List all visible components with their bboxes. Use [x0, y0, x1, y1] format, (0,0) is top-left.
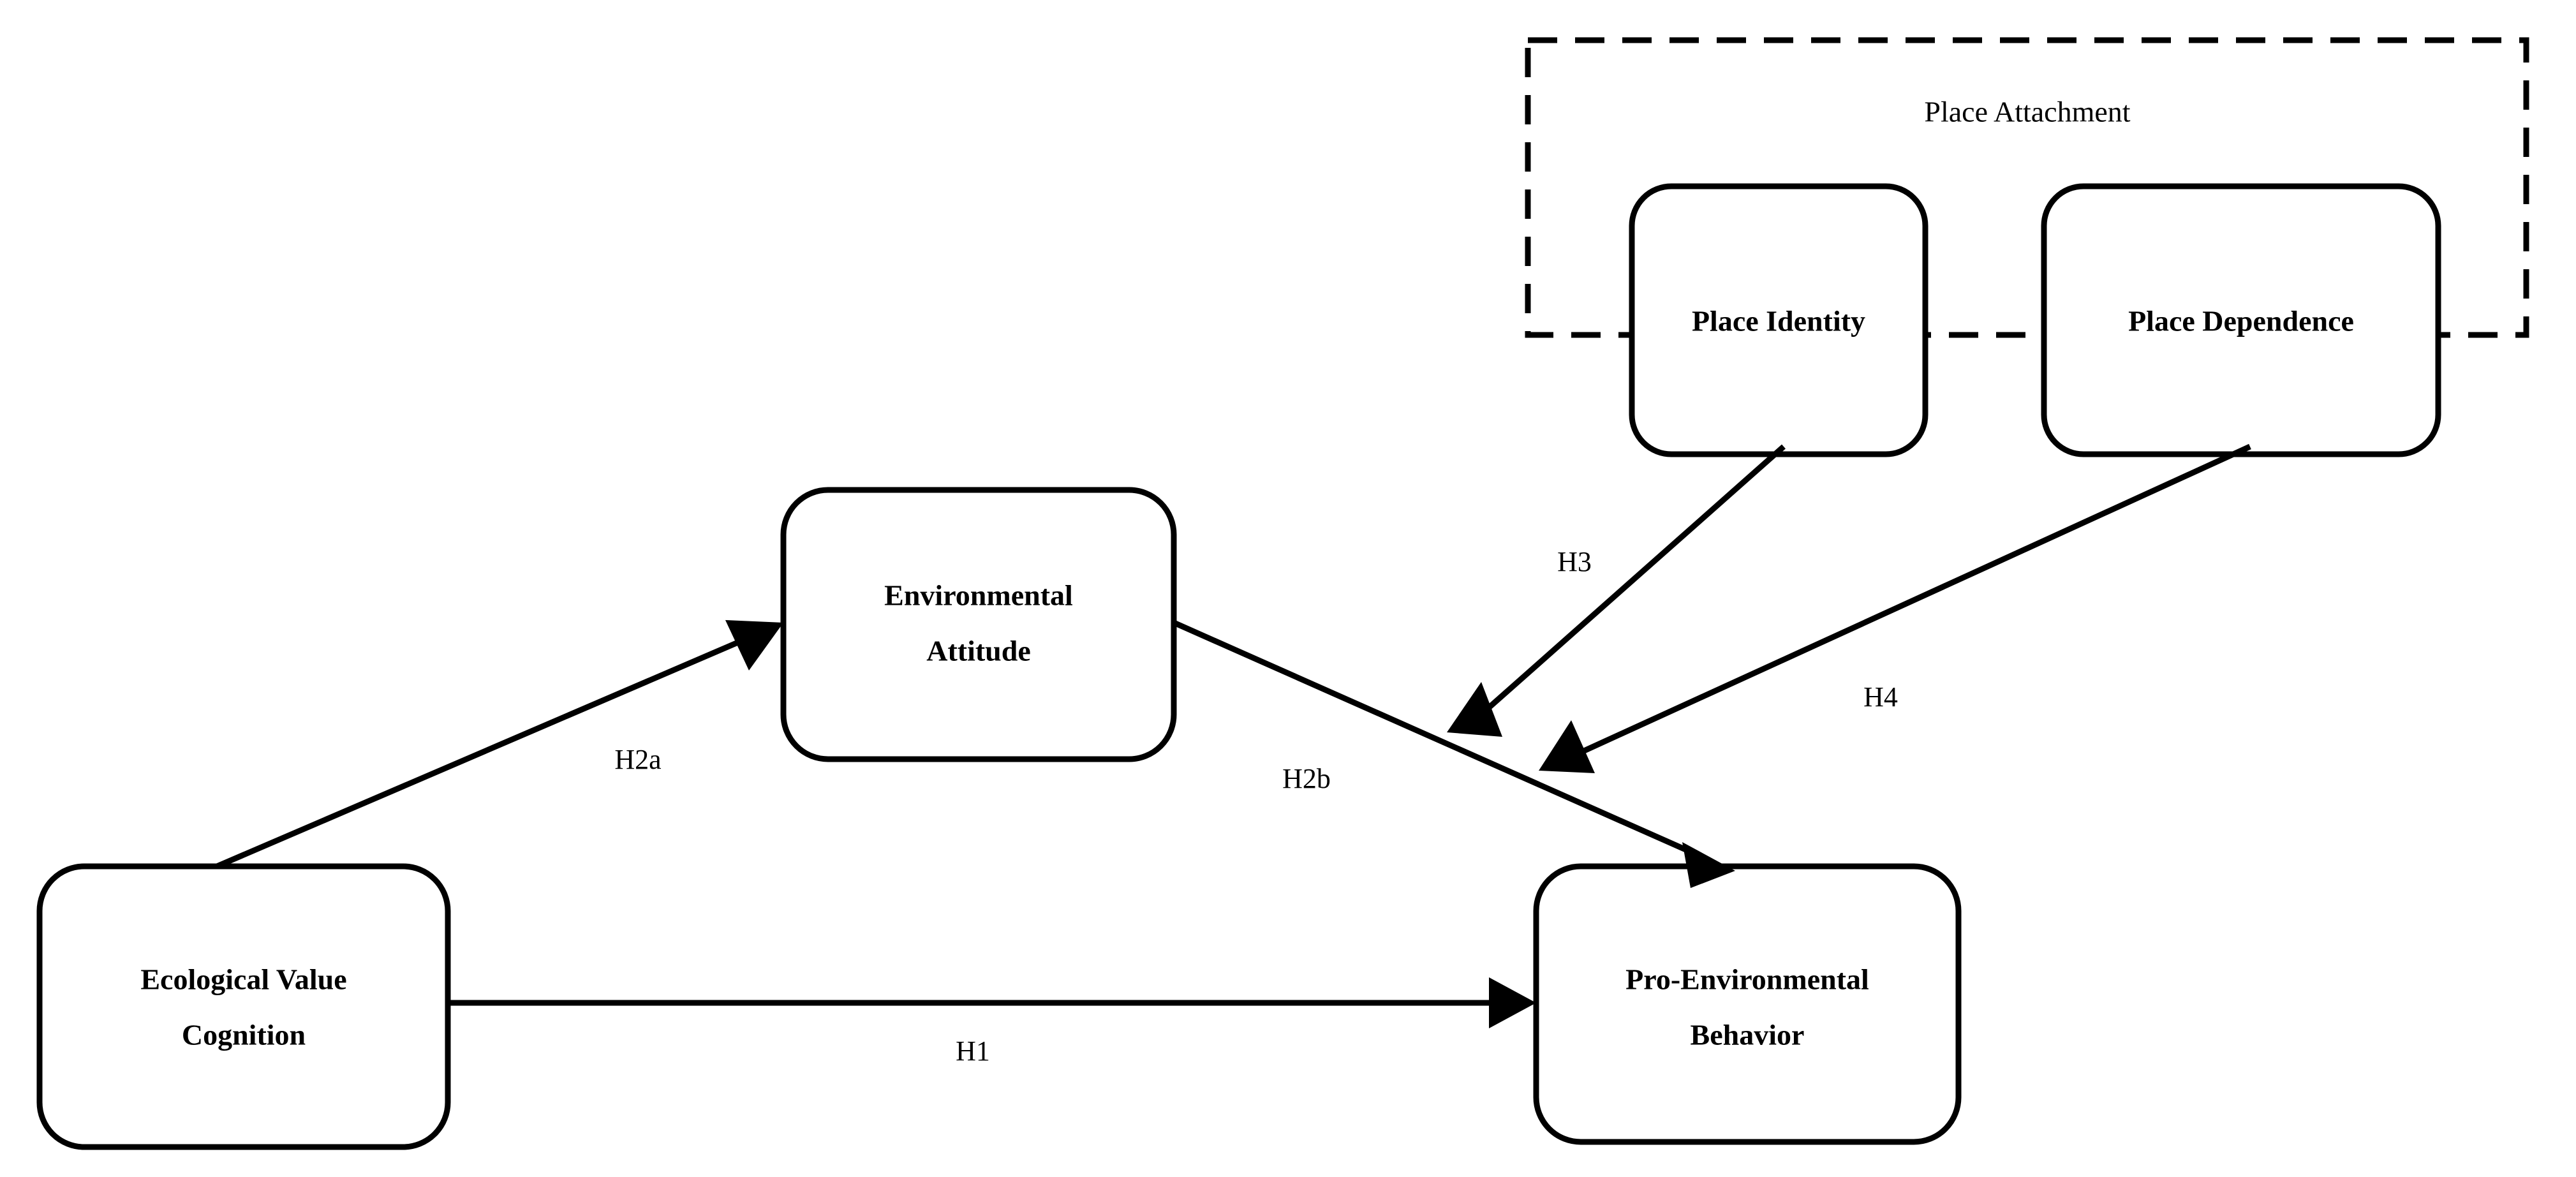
node-pro-environmental-behavior[interactable]: Pro-Environmental Behavior [1533, 863, 1962, 1145]
h4-label: H4 [1863, 681, 1898, 713]
h3-line [1481, 444, 1786, 715]
pro-environmental-behavior-label-line2: Behavior [1691, 1019, 1805, 1051]
h3-label: H3 [1557, 546, 1592, 577]
h1-label: H1 [956, 1035, 990, 1067]
ecological-value-cognition-label-line2: Cognition [182, 1019, 306, 1051]
pro-environmental-behavior-label-line1: Pro-Environmental [1625, 963, 1869, 996]
h2a-label: H2a [614, 744, 661, 775]
h4-arrowhead [1539, 720, 1595, 773]
node-place-identity[interactable]: Place Identity [1629, 183, 1928, 457]
edge-h1: H1 [448, 977, 1536, 1067]
edge-h4: H4 [1539, 443, 2251, 773]
place-attachment-dashed-border [1525, 37, 2529, 338]
place-identity-label: Place Identity [1692, 305, 1865, 337]
h2b-label: H2b [1282, 763, 1331, 794]
place-dependence-box[interactable] [2041, 183, 2441, 457]
environmental-attitude-label-line1: Environmental [884, 579, 1073, 612]
h1-arrowhead [1489, 977, 1536, 1028]
node-place-dependence[interactable]: Place Dependence [2041, 183, 2441, 457]
edge-h3: H3 [1447, 444, 1786, 737]
node-environmental-attitude[interactable]: Environmental Attitude [780, 487, 1177, 762]
place-dependence-label: Place Dependence [2128, 305, 2354, 337]
h2a-arrowhead [725, 620, 783, 670]
place-attachment-label: Place Attachment [1924, 96, 2130, 128]
edge-h2b: H2b [1173, 619, 1735, 888]
h2b-arrowhead [1682, 842, 1735, 888]
edge-h2a: H2a [216, 620, 783, 870]
environmental-attitude-label-line2: Attitude [926, 635, 1031, 667]
h4-line [1576, 443, 2251, 757]
ecological-value-cognition-box[interactable] [36, 863, 451, 1150]
environmental-attitude-box[interactable] [780, 487, 1177, 762]
ecological-value-cognition-label-line1: Ecological Value [140, 963, 346, 996]
place-attachment-group: Place Attachment [1525, 37, 2529, 338]
h3-arrowhead [1447, 682, 1502, 737]
node-ecological-value-cognition[interactable]: Ecological Value Cognition [36, 863, 451, 1150]
h2b-line [1173, 619, 1706, 861]
h2a-line [216, 633, 754, 870]
pro-environmental-behavior-box[interactable] [1533, 863, 1962, 1145]
